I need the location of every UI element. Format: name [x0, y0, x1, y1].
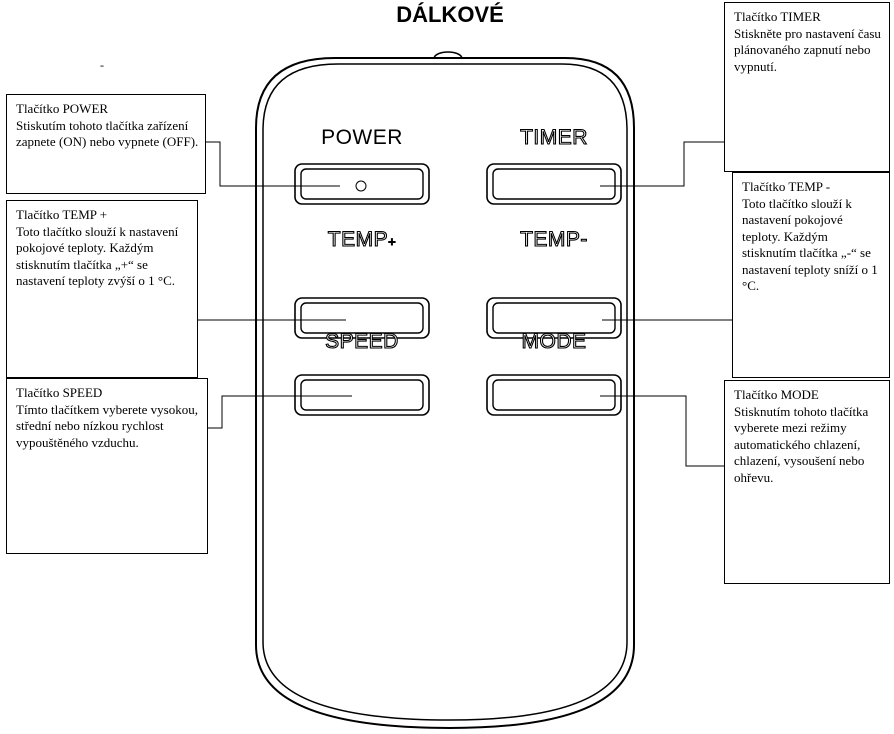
plus-sign: + — [388, 233, 397, 249]
remote-body-inner — [262, 63, 628, 721]
leader-power — [206, 141, 340, 187]
label-temp-minus: TEMP- — [520, 227, 588, 251]
callout-temp-plus-text: Tlačítko TEMP + Toto tlačítko slouží k n… — [16, 207, 179, 288]
callout-temp-minus: Tlačítko TEMP - Toto tlačítko slouží k n… — [732, 172, 890, 378]
callout-timer-text: Tlačítko TIMER Stiskněte pro nastavení č… — [734, 9, 881, 74]
callout-mode: Tlačítko MODE Stisknutím tohoto tlačítka… — [724, 380, 890, 584]
power-button — [294, 163, 430, 205]
callout-mode-text: Tlačítko MODE Stisknutím tohoto tlačítka… — [734, 387, 869, 485]
leader-mode — [600, 395, 724, 467]
timer-button — [486, 163, 622, 205]
label-timer: TIMER — [520, 125, 588, 149]
label-temp-plus: TEMP+ — [327, 227, 397, 251]
callout-power: Tlačítko POWER Stiskutím tohoto tlačítka… — [6, 94, 206, 194]
temp-minus-button — [486, 297, 622, 339]
callout-speed-text: Tlačítko SPEED Tímto tlačítkem vyberete … — [16, 385, 198, 450]
speed-button — [294, 374, 430, 416]
remote-top-tab — [433, 51, 463, 59]
label-speed: SPEED — [325, 329, 399, 353]
callout-temp-minus-text: Tlačítko TEMP - Toto tlačítko slouží k n… — [742, 179, 878, 293]
diagram-title: DÁLKOVÉ — [396, 2, 504, 27]
leader-timer — [600, 141, 724, 187]
leader-speed — [208, 395, 352, 429]
remote-body-outer — [255, 57, 635, 730]
mode-button — [486, 374, 622, 416]
label-mode: MODE — [521, 329, 587, 353]
power-led-icon — [355, 180, 367, 192]
callout-temp-plus: Tlačítko TEMP + Toto tlačítko slouží k n… — [6, 200, 198, 378]
callout-timer: Tlačítko TIMER Stiskněte pro nastavení č… — [724, 2, 890, 172]
callout-power-text: Tlačítko POWER Stiskutím tohoto tlačítka… — [16, 101, 199, 149]
label-power: POWER — [321, 126, 403, 149]
callout-speed: Tlačítko SPEED Tímto tlačítkem vyberete … — [6, 378, 208, 554]
temp-plus-button — [294, 297, 430, 339]
stray-mark: - — [100, 58, 104, 72]
